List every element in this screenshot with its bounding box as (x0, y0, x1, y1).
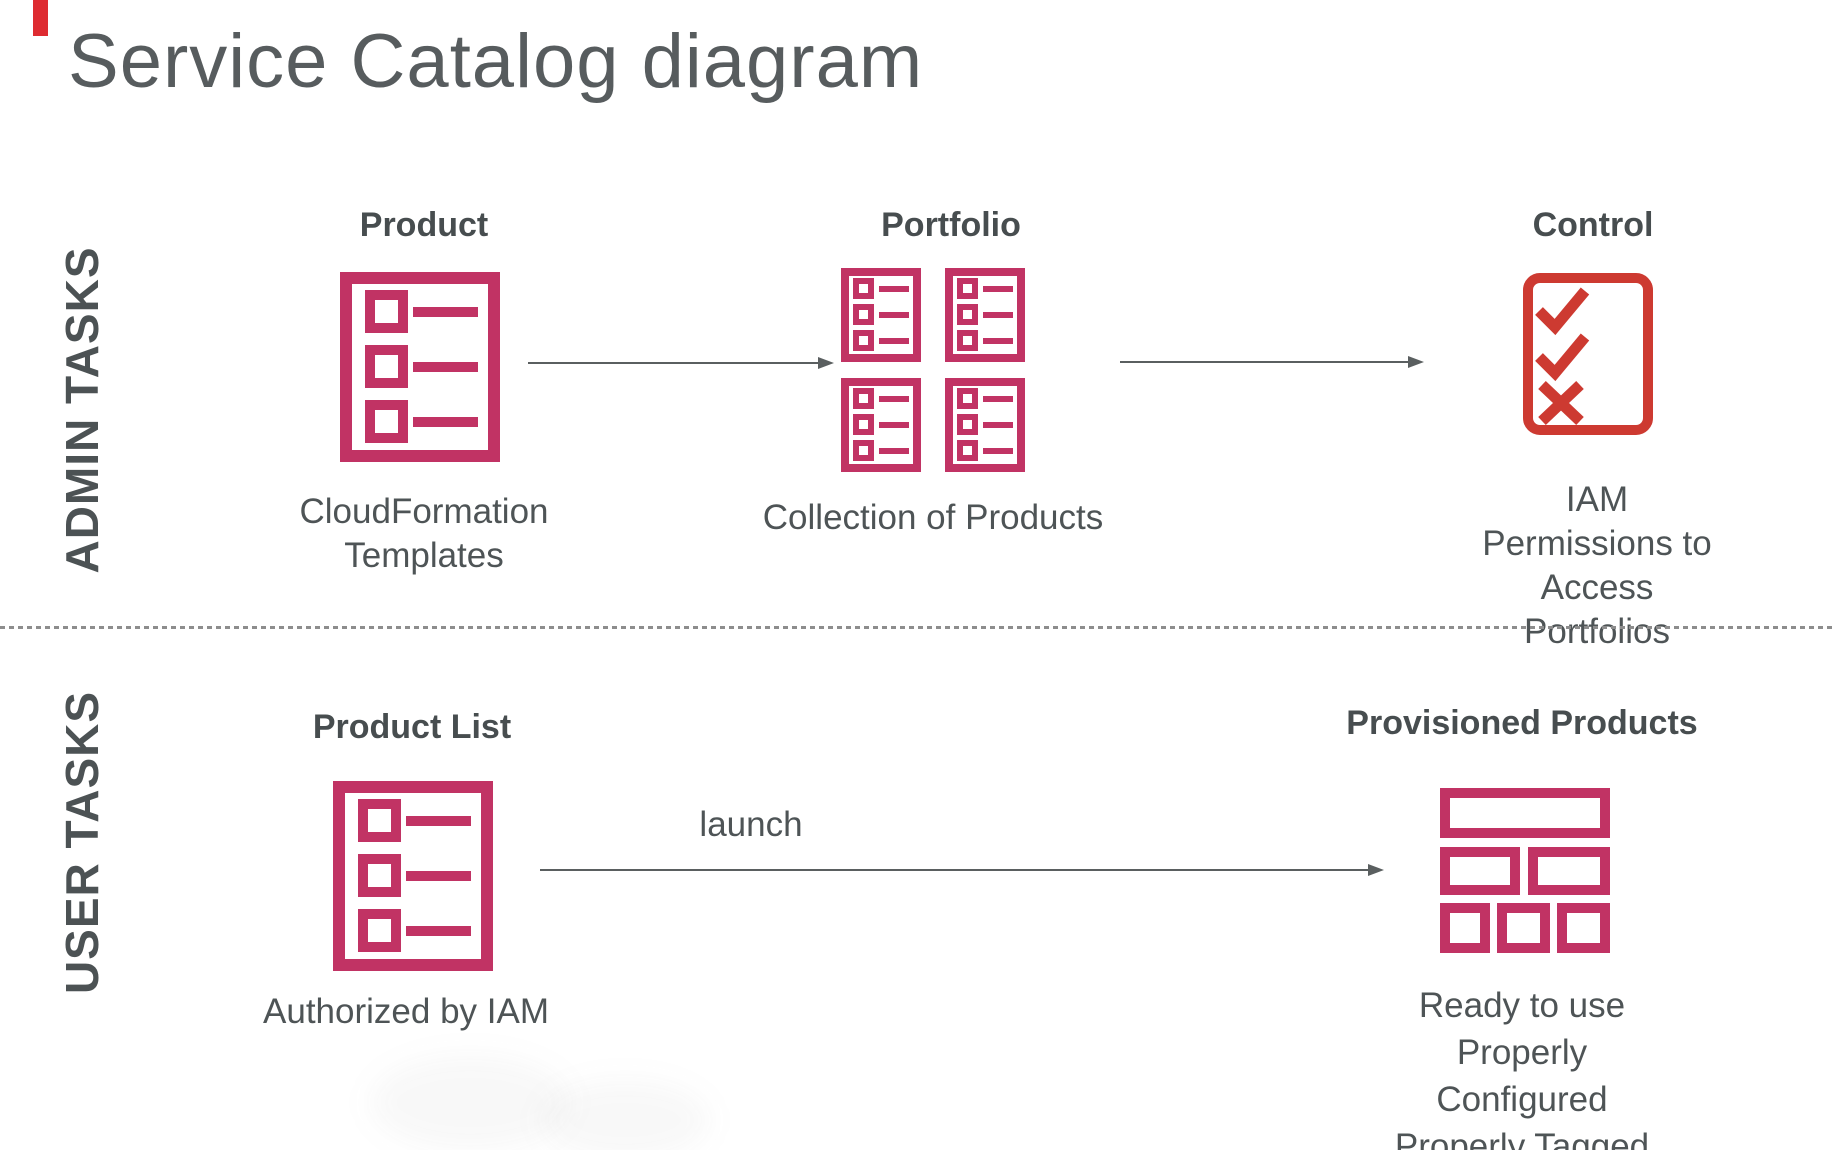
admin-tasks-section-label: ADMIN TASKS (56, 246, 108, 574)
faint-smudge (370, 1055, 570, 1150)
product-list-heading: Product List (312, 708, 512, 746)
arrow-portfolio-to-control (1120, 354, 1424, 375)
mini-list-icon (945, 378, 1025, 472)
arrow-launch (540, 862, 1384, 883)
portfolio-caption: Collection of Products (762, 498, 1104, 537)
control-heading: Control (1532, 206, 1654, 244)
faint-smudge (540, 1080, 710, 1150)
provisioned-products-icon (1440, 788, 1610, 958)
control-checklist-icon (1523, 273, 1653, 440)
portfolio-heading: Portfolio (881, 206, 1021, 244)
arrow-product-to-portfolio (528, 355, 834, 376)
launch-label: launch (699, 805, 803, 844)
portfolio-icon-group (841, 268, 1025, 472)
product-heading: Product (359, 206, 489, 244)
slide-accent-bar (33, 0, 48, 36)
slide-title: Service Catalog diagram (68, 19, 924, 104)
mini-list-icon (841, 378, 921, 472)
mini-list-icon (945, 268, 1025, 362)
control-caption: IAM Permissions to Access Portfolios (1482, 480, 1712, 651)
section-separator (0, 626, 1832, 629)
product-list-icon (333, 780, 493, 977)
provisioned-products-caption: Ready to use Properly Configured Properl… (1394, 986, 1650, 1150)
product-caption: CloudFormation Templates (299, 492, 549, 575)
provisioned-products-heading: Provisioned Products (1346, 704, 1698, 742)
mini-list-icon (841, 268, 921, 362)
user-tasks-section-label: USER TASKS (56, 690, 108, 995)
product-list-caption: Authorized by IAM (263, 992, 549, 1031)
product-list-icon (340, 272, 500, 467)
